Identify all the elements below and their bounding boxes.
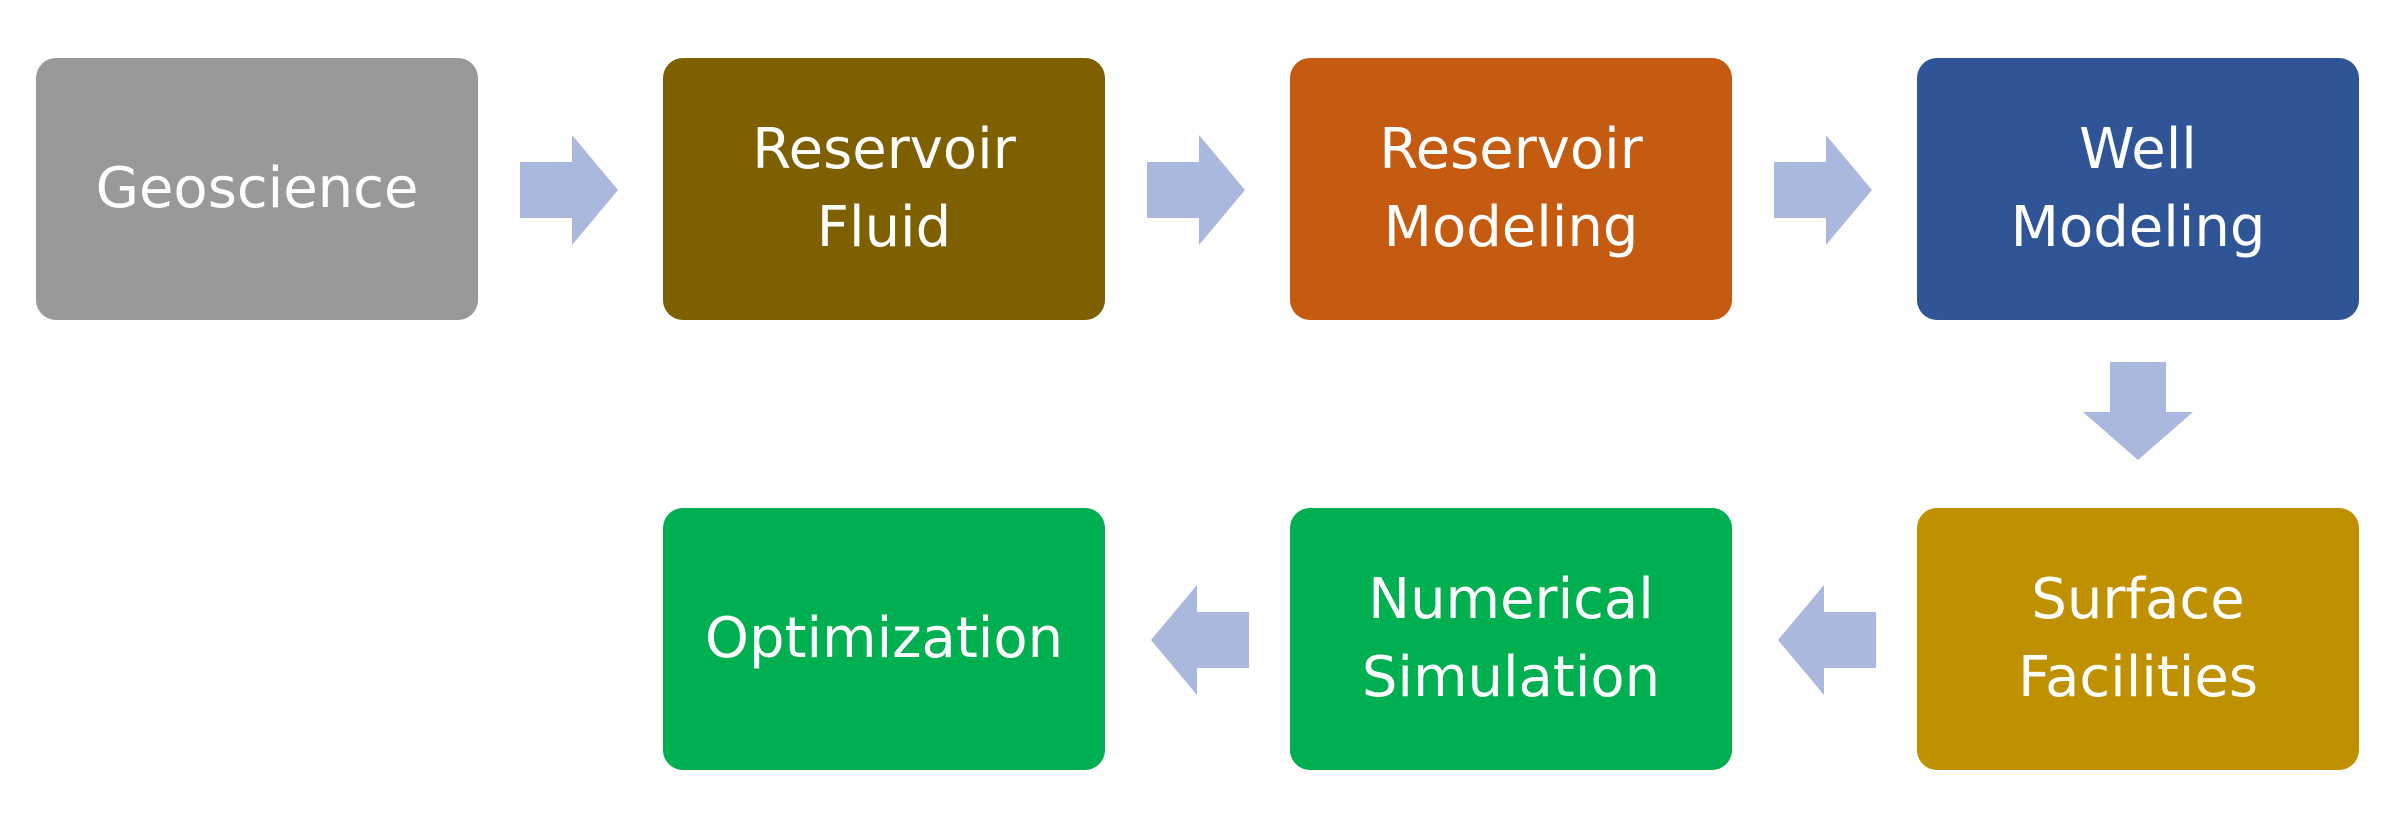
- arrow-left-icon: [1151, 585, 1249, 695]
- arrow-down-icon: [2083, 362, 2193, 460]
- numerical-simulation-label: Numerical Simulation: [1361, 567, 1661, 710]
- optimization-label: Optimization: [704, 606, 1064, 671]
- arrow-right-icon: [520, 135, 618, 245]
- arrow-right-icon: [1147, 135, 1245, 245]
- reservoir-fluid-box: Reservoir Fluid: [663, 58, 1105, 320]
- surface-facilities-label: Surface Facilities: [2018, 567, 2258, 710]
- optimization-box: Optimization: [663, 508, 1105, 770]
- well-modeling-box: Well Modeling: [1917, 58, 2359, 320]
- geoscience-box: Geoscience: [36, 58, 478, 320]
- reservoir-modeling-label: Reservoir Modeling: [1379, 117, 1643, 260]
- reservoir-modeling-box: Reservoir Modeling: [1290, 58, 1732, 320]
- surface-facilities-box: Surface Facilities: [1917, 508, 2359, 770]
- reservoir-fluid-label: Reservoir Fluid: [752, 117, 1016, 260]
- well-modeling-label: Well Modeling: [2010, 117, 2266, 260]
- arrow-right-icon: [1774, 135, 1872, 245]
- numerical-simulation-box: Numerical Simulation: [1290, 508, 1732, 770]
- arrow-left-icon: [1778, 585, 1876, 695]
- geoscience-label: Geoscience: [95, 156, 419, 221]
